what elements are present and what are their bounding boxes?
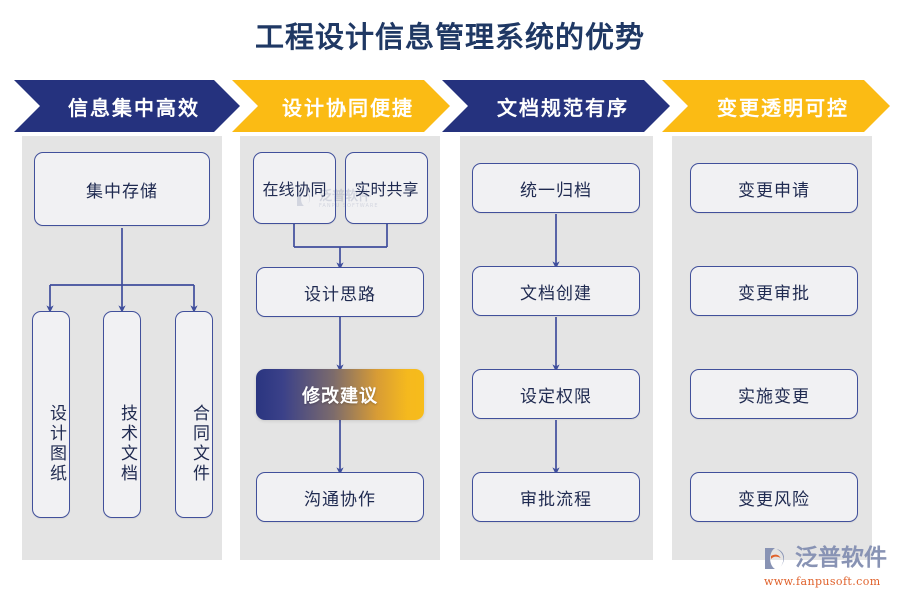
column-header-1[interactable]: 设计协同便捷: [232, 80, 450, 132]
node-col0-2[interactable]: 技术文档: [103, 311, 141, 518]
column-header-2[interactable]: 文档规范有序: [442, 80, 670, 132]
brand-logo: 泛普软件 www.fanpusoft.com: [762, 543, 898, 593]
node-col3-0[interactable]: 变更申请: [690, 163, 858, 213]
watermark-subtext: FANPU SOFTWARE: [319, 202, 379, 209]
node-col3-3[interactable]: 变更风险: [690, 472, 858, 522]
node-col2-3[interactable]: 审批流程: [472, 472, 640, 522]
node-col1-2[interactable]: 设计思路: [256, 267, 424, 317]
fanpu-leaf-icon: [297, 192, 311, 206]
page-title: 工程设计信息管理系统的优势: [254, 20, 645, 54]
watermark-text: 泛普软件: [319, 188, 372, 204]
node-col2-0[interactable]: 统一归档: [472, 163, 640, 213]
node-col2-1[interactable]: 文档创建: [472, 266, 640, 316]
node-col1-3[interactable]: 修改建议: [256, 369, 424, 420]
node-col1-4[interactable]: 沟通协作: [256, 472, 424, 522]
node-col3-1[interactable]: 变更审批: [690, 266, 858, 316]
node-col0-1[interactable]: 设计图纸: [32, 311, 70, 518]
brand-url: www.fanpusoft.com: [764, 575, 881, 588]
node-col2-2[interactable]: 设定权限: [472, 369, 640, 419]
node-col3-2[interactable]: 实施变更: [690, 369, 858, 419]
node-col0-0[interactable]: 集中存储: [34, 152, 210, 226]
column-header-3[interactable]: 变更透明可控: [662, 80, 890, 132]
fanpu-leaf-logo-icon: [765, 547, 785, 569]
node-col0-3[interactable]: 合同文件: [175, 311, 213, 518]
node-col1-1[interactable]: 实时共享: [345, 152, 428, 224]
node-col1-0[interactable]: 在线协同: [253, 152, 336, 224]
watermark: 泛普软件 FANPU SOFTWARE: [295, 183, 405, 215]
column-header-0[interactable]: 信息集中高效: [14, 80, 240, 132]
brand-name: 泛普软件: [795, 544, 887, 571]
